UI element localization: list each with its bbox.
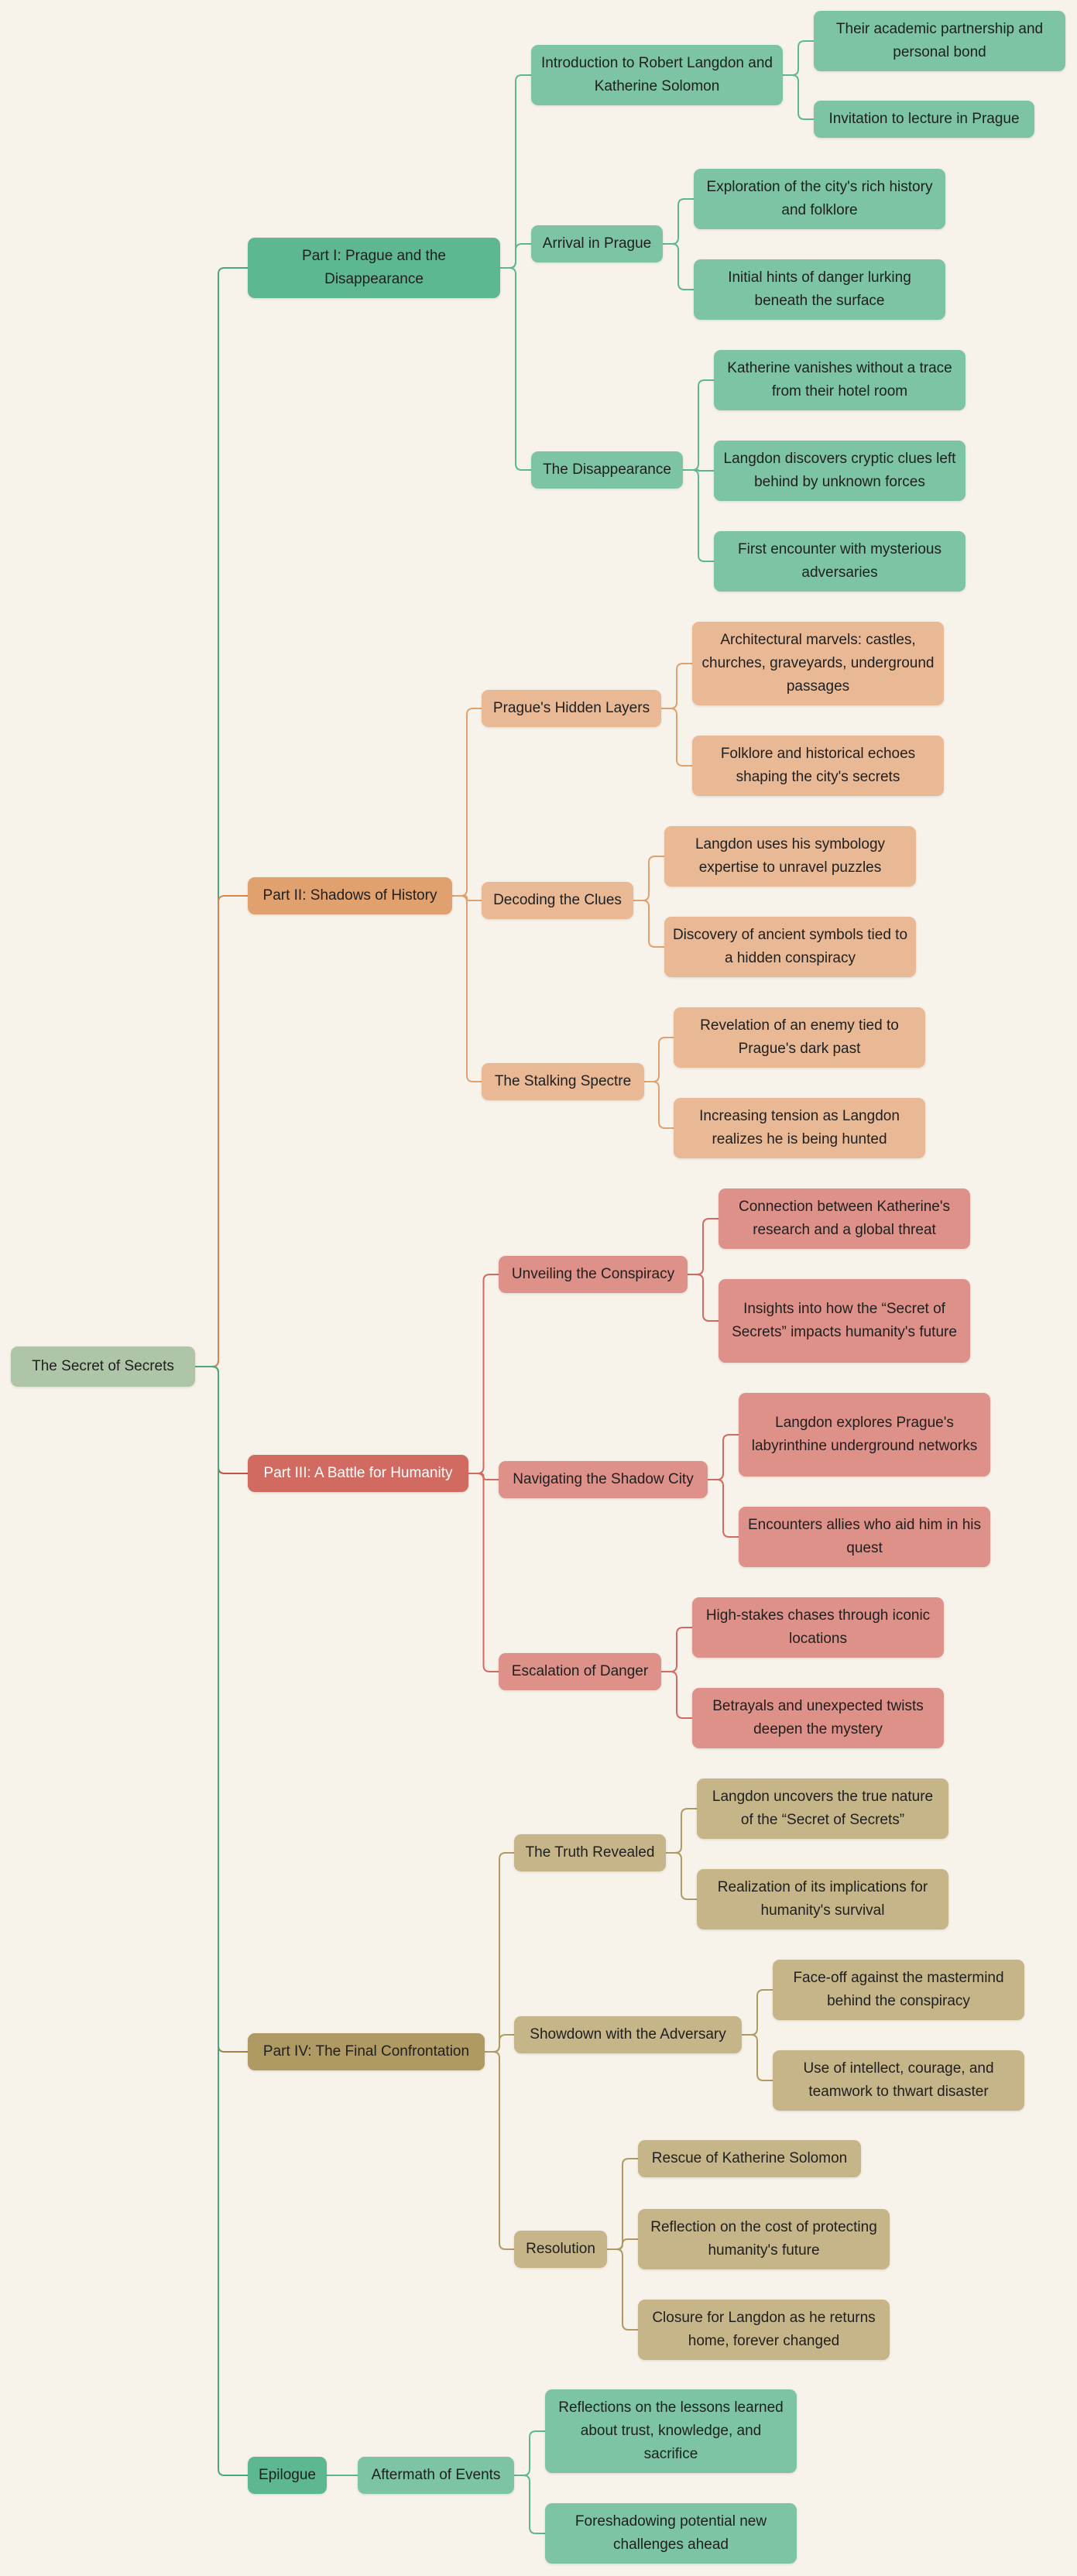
edge-p3-unveiling-node [468,1274,499,1474]
p5-aftermath-node[interactable]: Aftermath of Events [358,2457,514,2494]
edge-p1-arrival-node [500,243,531,269]
part-4-node[interactable]: Part IV: The Final Confrontation [248,2033,485,2070]
edge-p3-unveiling-leaf-2 [688,1274,719,1322]
p2-spectre-node[interactable]: The Stalking Spectre [482,1063,644,1100]
edge-p3-navigating-leaf-2 [708,1479,739,1538]
edge-p4-truth-leaf-1 [666,1808,697,1854]
p4-truth-leaf-2[interactable]: Realization of its implications for huma… [697,1869,948,1929]
p3-escalation-node[interactable]: Escalation of Danger [499,1653,661,1690]
p4-resolution-leaf-3[interactable]: Closure for Langdon as he returns home, … [638,2300,890,2360]
edge-p1-intro-leaf-2 [783,74,814,120]
p2-spectre-leaf-2[interactable]: Increasing tension as Langdon realizes h… [674,1098,925,1158]
edge-p5-aftermath-leaf-1 [514,2430,545,2476]
edge-part-2-node [195,895,248,1367]
p3-navigating-node[interactable]: Navigating the Shadow City [499,1461,708,1498]
p1-disappearance-leaf-1[interactable]: Katherine vanishes without a trace from … [714,350,966,410]
edge-p3-navigating-leaf-1 [708,1434,739,1480]
edge-p1-disappearance-leaf-3 [683,469,714,562]
p2-layers-leaf-2[interactable]: Folklore and historical echoes shaping t… [692,736,944,796]
edge-p4-showdown-leaf-2 [742,2034,773,2081]
p5-aftermath-leaf-1[interactable]: Reflections on the lessons learned about… [545,2389,797,2473]
p3-navigating-leaf-1[interactable]: Langdon explores Prague's labyrinthine u… [739,1393,990,1477]
root-node[interactable]: The Secret of Secrets [11,1346,195,1387]
p4-truth-leaf-1[interactable]: Langdon uncovers the true nature of the … [697,1779,948,1839]
edge-p2-decoding-leaf-1 [633,856,664,901]
edge-p4-resolution-leaf-1 [607,2158,638,2250]
p4-resolution-leaf-2[interactable]: Reflection on the cost of protecting hum… [638,2209,890,2269]
p3-unveiling-leaf-1[interactable]: Connection between Katherine's research … [719,1189,970,1249]
edge-p4-resolution-node [485,2051,514,2250]
p2-layers-leaf-1[interactable]: Architectural marvels: castles, churches… [692,622,944,705]
edge-part-4-node [195,1366,248,2053]
p4-showdown-leaf-2[interactable]: Use of intellect, courage, and teamwork … [773,2050,1024,2111]
edge-p2-spectre-leaf-2 [644,1081,674,1129]
p1-intro-leaf-1[interactable]: Their academic partnership and personal … [814,11,1065,71]
p1-disappearance-leaf-2[interactable]: Langdon discovers cryptic clues left beh… [714,441,966,501]
edge-p1-arrival-leaf-1 [663,198,694,245]
p1-arrival-leaf-1[interactable]: Exploration of the city's rich history a… [694,169,945,229]
p2-layers-node[interactable]: Prague's Hidden Layers [482,690,661,727]
edge-p4-truth-leaf-2 [666,1852,697,1900]
edge-p2-spectre-leaf-1 [644,1037,674,1082]
p1-disappearance-node[interactable]: The Disappearance [531,451,683,489]
part-3-node[interactable]: Part III: A Battle for Humanity [248,1455,468,1492]
p4-showdown-node[interactable]: Showdown with the Adversary [514,2016,742,2053]
edge-part-1-node [195,267,248,1367]
edge-p1-arrival-leaf-2 [663,243,694,290]
edge-p4-resolution-leaf-3 [607,2248,638,2331]
p4-showdown-leaf-1[interactable]: Face-off against the mastermind behind t… [773,1960,1024,2020]
p4-resolution-leaf-1[interactable]: Rescue of Katherine Solomon [638,2140,861,2177]
p3-unveiling-leaf-2[interactable]: Insights into how the “Secret of Secrets… [719,1279,970,1363]
part-1-node[interactable]: Part I: Prague and the Disappearance [248,238,500,298]
p1-intro-node[interactable]: Introduction to Robert Langdon and Kathe… [531,45,783,105]
p3-unveiling-node[interactable]: Unveiling the Conspiracy [499,1256,688,1293]
edge-part-5-node [195,1366,248,2476]
p1-arrival-leaf-2[interactable]: Initial hints of danger lurking beneath … [694,259,945,320]
edge-p2-layers-node [452,708,482,897]
edge-p3-unveiling-leaf-1 [688,1218,719,1275]
p3-navigating-leaf-2[interactable]: Encounters allies who aid him in his que… [739,1507,990,1567]
p2-decoding-node[interactable]: Decoding the Clues [482,882,633,919]
edge-p1-disappearance-leaf-1 [683,379,714,471]
edge-p3-escalation-leaf-1 [661,1627,692,1672]
edge-p2-layers-leaf-2 [661,708,692,767]
p2-spectre-leaf-1[interactable]: Revelation of an enemy tied to Prague's … [674,1007,925,1068]
p1-disappearance-leaf-3[interactable]: First encounter with mysterious adversar… [714,531,966,592]
edge-p1-disappearance-leaf-2 [683,469,714,472]
edge-p4-truth-node [485,1852,514,2053]
p2-decoding-leaf-1[interactable]: Langdon uses his symbology expertise to … [664,826,916,887]
edge-p3-escalation-leaf-2 [661,1671,692,1719]
edge-p1-intro-leaf-1 [783,40,814,76]
p3-escalation-leaf-2[interactable]: Betrayals and unexpected twists deepen t… [692,1688,944,1748]
edge-p3-escalation-node [468,1473,499,1672]
edge-p2-layers-leaf-1 [661,663,692,709]
edge-p2-decoding-leaf-2 [633,900,664,948]
edge-p4-showdown-node [485,2034,514,2053]
p1-intro-leaf-2[interactable]: Invitation to lecture in Prague [814,101,1034,138]
edge-p4-showdown-leaf-1 [742,1989,773,2036]
edge-part-3-node [195,1366,248,1474]
part-2-node[interactable]: Part II: Shadows of History [248,877,452,914]
p3-escalation-leaf-1[interactable]: High-stakes chases through iconic locati… [692,1597,944,1658]
edge-p5-aftermath-leaf-2 [514,2475,545,2534]
p1-arrival-node[interactable]: Arrival in Prague [531,225,663,262]
part-5-node[interactable]: Epilogue [248,2457,327,2494]
p5-aftermath-leaf-2[interactable]: Foreshadowing potential new challenges a… [545,2503,797,2564]
p4-truth-node[interactable]: The Truth Revealed [514,1834,666,1871]
p2-decoding-leaf-2[interactable]: Discovery of ancient symbols tied to a h… [664,917,916,977]
edge-p1-intro-node [500,74,531,269]
edge-p1-disappearance-node [500,267,531,471]
p4-resolution-node[interactable]: Resolution [514,2231,607,2268]
edge-p2-spectre-node [452,895,482,1082]
